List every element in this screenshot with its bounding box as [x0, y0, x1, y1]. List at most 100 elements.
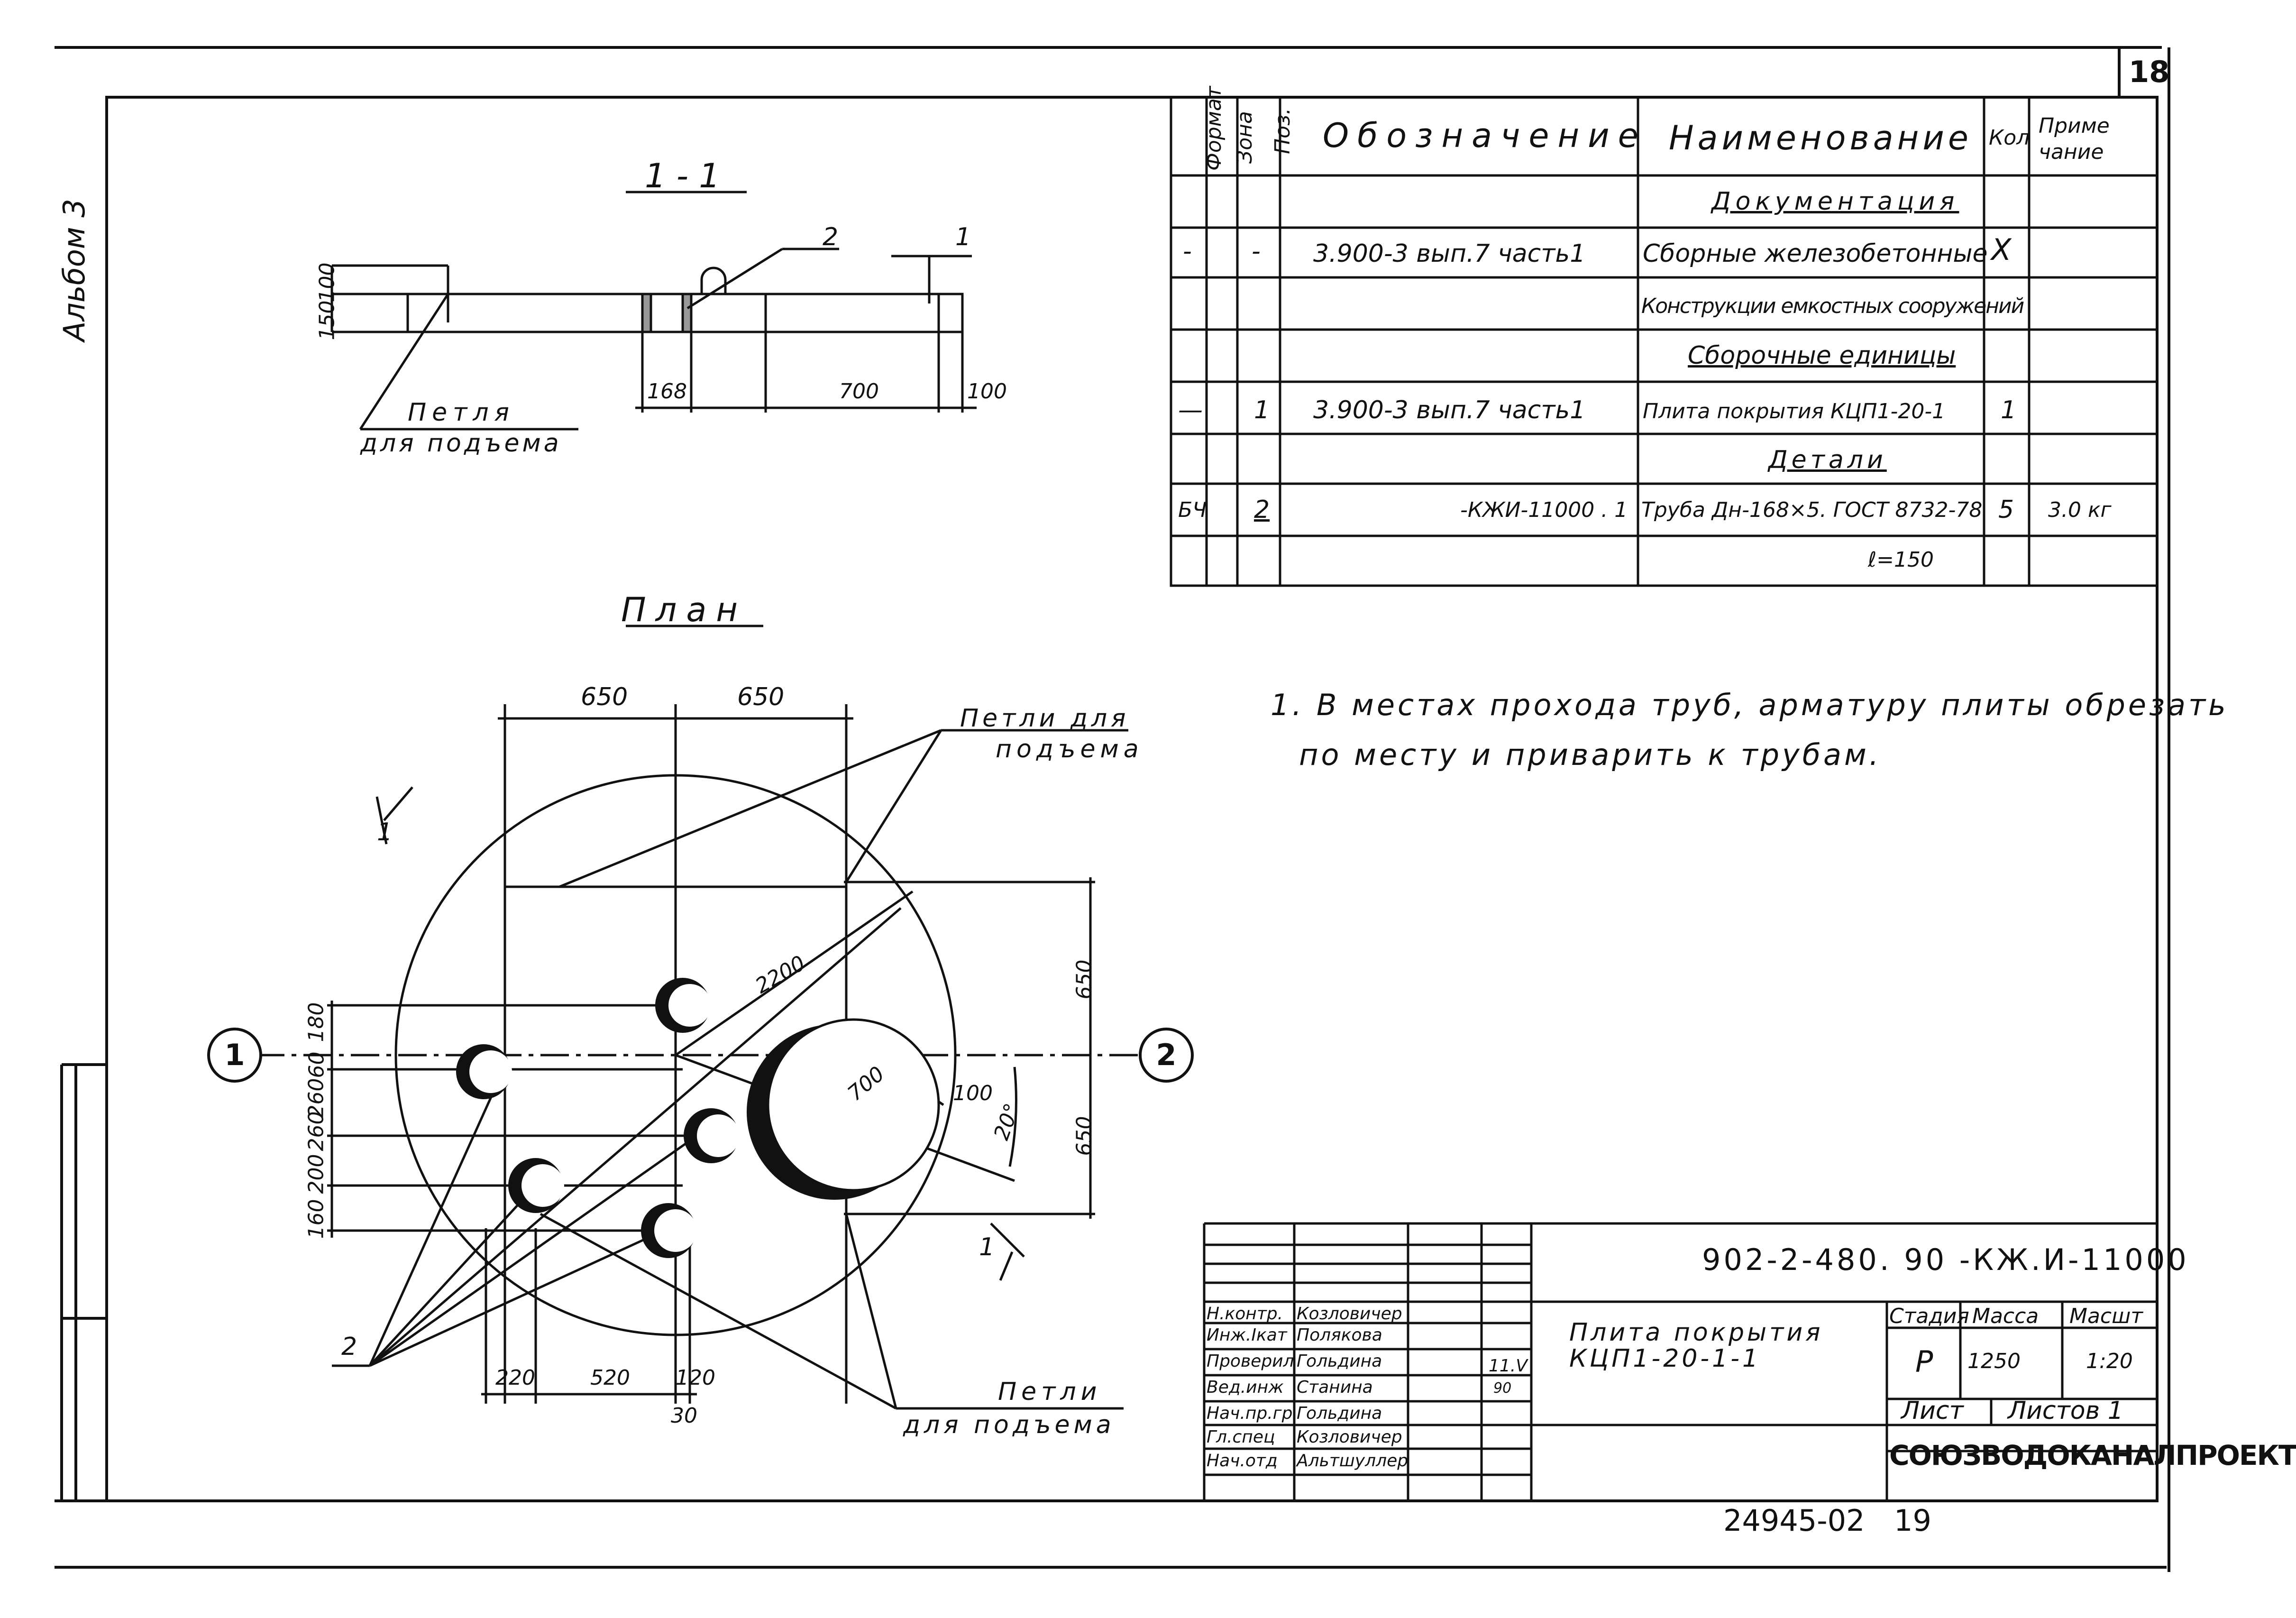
row8-name: ℓ=150 — [1868, 548, 1934, 572]
mass-value: 1250 — [1967, 1349, 2021, 1373]
row-documentation: Документация — [1711, 187, 1959, 216]
section-leader-1: 1 — [955, 223, 971, 251]
row7-pos: 2 — [1254, 496, 1270, 524]
plan-dim-bottom-520: 520 — [590, 1366, 630, 1390]
axis-label-2: 2 — [1156, 1038, 1177, 1072]
scale-value: 1:20 — [2086, 1349, 2133, 1373]
signer-role: Вед.инж — [1207, 1378, 1284, 1397]
section-dim-100: 100 — [967, 379, 1007, 404]
plan-dim-650-v-top: 650 — [1072, 959, 1097, 1000]
pipe-holes — [456, 978, 940, 1258]
date-1: 11.V — [1489, 1356, 1528, 1376]
title-line-1: Плита покрытия — [1569, 1318, 1823, 1347]
organization: СОЮЗВОДОКАНАЛПРОЕКТ — [1889, 1439, 2296, 1471]
signer-role: Инж.Iкат — [1207, 1325, 1287, 1345]
header-designation: Обозначение — [1323, 116, 1647, 155]
row2-qty: X — [1991, 232, 2012, 267]
section-thickness-top: 100 — [315, 262, 339, 303]
header-name: Наименование — [1669, 119, 1972, 157]
header-note-1: Приме — [2039, 114, 2110, 138]
row5-pos: 1 — [1254, 396, 1270, 424]
axis-label-1: 1 — [224, 1038, 245, 1072]
date-2: 90 — [1493, 1380, 1512, 1397]
loops-top-line-2: подъема — [996, 735, 1143, 763]
note-line-1: 1. В местах прохода труб, арматуру плиты… — [1271, 688, 2229, 722]
loops-top-line-1: Петли для — [960, 704, 1130, 733]
row7-format: БЧ — [1178, 498, 1207, 522]
section-dim-700: 700 — [839, 379, 879, 404]
title-block-grid — [1203, 1222, 2157, 1501]
row2-name: Сборные железобетонные — [1643, 239, 1988, 268]
loops-bottom-line-2: для подъема — [903, 1411, 1115, 1439]
section-loop-label-1: Петля — [408, 398, 515, 427]
plan-dim-bottom-220: 220 — [495, 1366, 535, 1390]
signer-role: Гл.спец — [1207, 1427, 1275, 1447]
mass-label: Масса — [1972, 1304, 2039, 1328]
plan-dim-left-260b: 260 — [304, 1111, 329, 1151]
plan-dim-30: 30 — [671, 1404, 697, 1428]
row2-designation: 3.900-3 вып.7 часть1 — [1313, 239, 1586, 268]
stage-value: Р — [1915, 1344, 1933, 1379]
drawing-sheet: 18 Альбом 3 1 - 1 100 150 168 700 100 1 … — [55, 46, 2296, 1572]
drawing-lines — [55, 46, 2170, 1572]
signer-role: Нач.пр.гр — [1207, 1404, 1293, 1423]
signer-name: Козловичер — [1297, 1427, 1402, 1447]
row5-name: Плита покрытия КЦП1-20-1 — [1643, 399, 1946, 423]
axis-bubbles — [207, 1028, 1194, 1083]
section-mark-bottom: 1 — [979, 1233, 995, 1261]
row7-designation: -КЖИ-11000 . 1 — [1460, 498, 1628, 522]
signer-name: Козловичер — [1297, 1304, 1402, 1324]
header-format: Формат — [1202, 86, 1226, 171]
row2-pos: - — [1252, 237, 1261, 266]
stage-label: Стадия — [1889, 1304, 1969, 1328]
header-zone: Зона — [1233, 111, 1257, 164]
plan-dim-650-right: 650 — [737, 683, 785, 711]
plan-dim-left-160: 160 — [304, 1199, 329, 1239]
row7-note: 3.0 кг — [2048, 498, 2112, 522]
signer-name: Гольдина — [1297, 1351, 1382, 1371]
section-leader-2: 2 — [823, 223, 839, 251]
loops-bottom-line-1: Петли — [998, 1378, 1102, 1406]
plan-dim-650-v-bottom: 650 — [1072, 1116, 1097, 1156]
plan-dim-650-left: 650 — [581, 683, 628, 711]
signer-name: Станина — [1297, 1378, 1373, 1397]
header-note-2: чание — [2039, 140, 2104, 164]
row3-name: Конструкции емкостных сооружений — [1641, 294, 2024, 318]
plan-title: План — [621, 590, 748, 629]
section-dim-168: 168 — [647, 379, 687, 404]
signer-role: Н.контр. — [1207, 1304, 1283, 1324]
row-assembly-units: Сборочные единицы — [1688, 341, 1956, 370]
note-line-2: по месту и приварить к трубам. — [1299, 737, 1882, 772]
plan-dim-100: 100 — [953, 1081, 993, 1105]
section-thickness: 150 — [315, 300, 339, 340]
sheet-number: 18 — [2129, 55, 2170, 89]
plan-dim-bottom-120: 120 — [676, 1366, 715, 1390]
spec-table-grid — [1170, 96, 2159, 587]
signer-name: Полякова — [1297, 1325, 1382, 1345]
title-line-2: КЦП1-20-1-1 — [1569, 1344, 1761, 1373]
signer-name: Альтшуллер — [1297, 1451, 1409, 1471]
album-label: Альбом 3 — [57, 199, 91, 341]
scale-label: Масшт — [2069, 1304, 2143, 1328]
section-1-1 — [330, 191, 977, 627]
signer-role: Проверил — [1207, 1351, 1294, 1371]
signer-role: Нач.отд — [1207, 1451, 1278, 1471]
section-loop-label-2: для подъема — [360, 429, 562, 458]
plan-dim-left-60: 60 — [304, 1051, 329, 1078]
row7-name: Труба Дн-168×5. ГОСТ 8732-78 — [1641, 498, 1983, 522]
section-title: 1 - 1 — [645, 156, 720, 195]
signer-name: Гольдина — [1297, 1404, 1382, 1423]
footer-code: 24945-02 — [1723, 1503, 1865, 1538]
sheets-label: Листов 1 — [2008, 1397, 2123, 1425]
section-mark-top: 1 — [377, 818, 393, 846]
row2-format: - — [1183, 237, 1192, 266]
plan-view — [256, 704, 1147, 1410]
row-details: Детали — [1768, 446, 1887, 474]
header-qty: Кол — [1989, 126, 2030, 150]
row5-designation: 3.900-3 вып.7 часть1 — [1313, 396, 1586, 424]
header-pos: Поз. — [1271, 108, 1295, 154]
plan-leader-2: 2 — [341, 1333, 357, 1361]
footer-page: 19 — [1894, 1503, 1931, 1538]
row7-qty: 5 — [1998, 496, 2014, 524]
row5-qty: 1 — [2001, 396, 2017, 424]
